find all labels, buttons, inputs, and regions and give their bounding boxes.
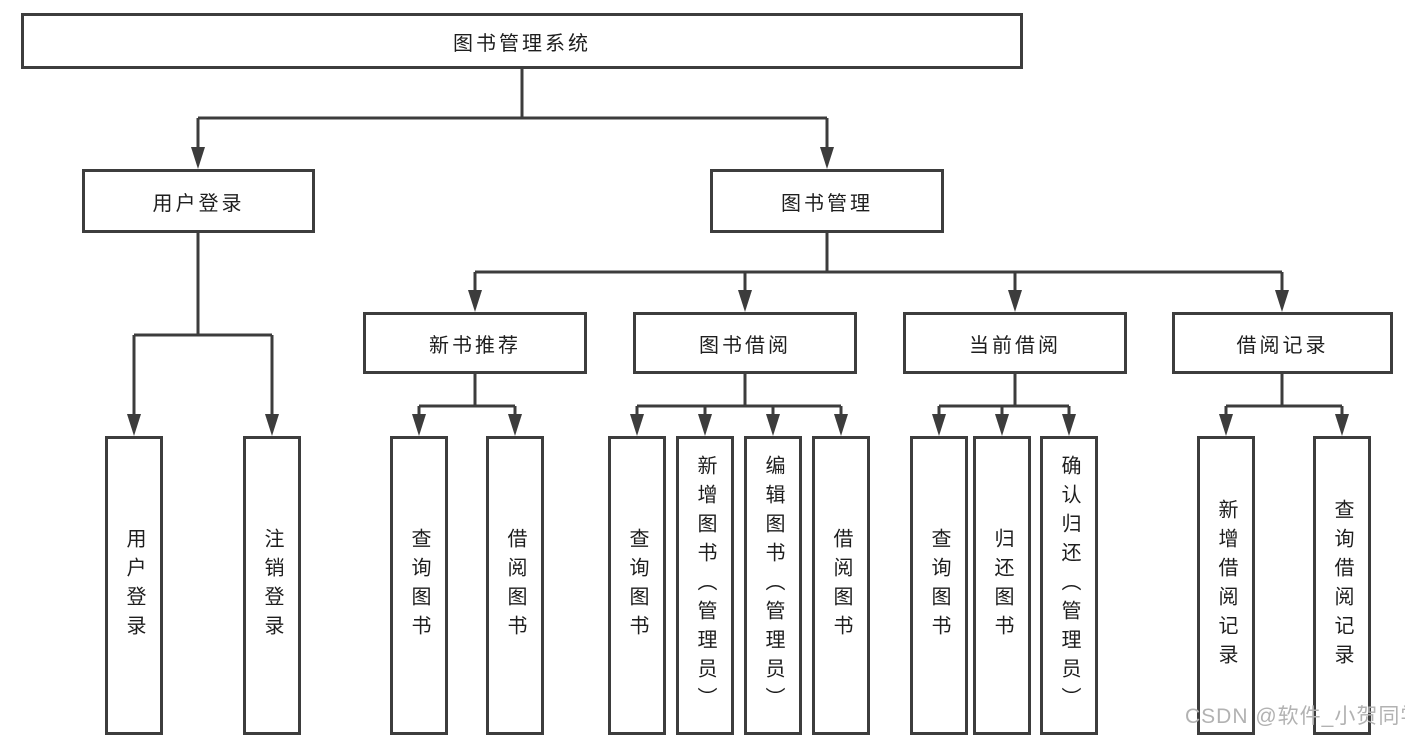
- node-borrow-records: 借阅记录: [1172, 312, 1393, 374]
- node-recommend-query-book: 查询图书: [390, 436, 448, 735]
- node-edit-book-admin: 编辑图书（管理员）: [744, 436, 802, 735]
- node-new-book-recommend: 新书推荐: [363, 312, 587, 374]
- node-confirm-return-admin: 确认归还（管理员）: [1040, 436, 1098, 735]
- node-current-borrowing: 当前借阅: [903, 312, 1127, 374]
- node-book-borrowing: 图书借阅: [633, 312, 857, 374]
- node-book-management: 图书管理: [710, 169, 944, 233]
- node-add-book-admin: 新增图书（管理员）: [676, 436, 734, 735]
- node-return-book: 归还图书: [973, 436, 1031, 735]
- node-query-borrow-record: 查询借阅记录: [1313, 436, 1371, 735]
- node-root: 图书管理系统: [21, 13, 1023, 69]
- node-logout: 注销登录: [243, 436, 301, 735]
- node-user-login: 用户登录: [82, 169, 315, 233]
- node-recommend-borrow-book: 借阅图书: [486, 436, 544, 735]
- node-borrowing-query-book: 查询图书: [608, 436, 666, 735]
- node-user-login-leaf: 用户登录: [105, 436, 163, 735]
- node-borrow-book: 借阅图书: [812, 436, 870, 735]
- node-current-query-book: 查询图书: [910, 436, 968, 735]
- arrowheads: [127, 147, 1349, 436]
- node-add-borrow-record: 新增借阅记录: [1197, 436, 1255, 735]
- csdn-watermark: CSDN @软件_小贺同学: [1185, 705, 1405, 728]
